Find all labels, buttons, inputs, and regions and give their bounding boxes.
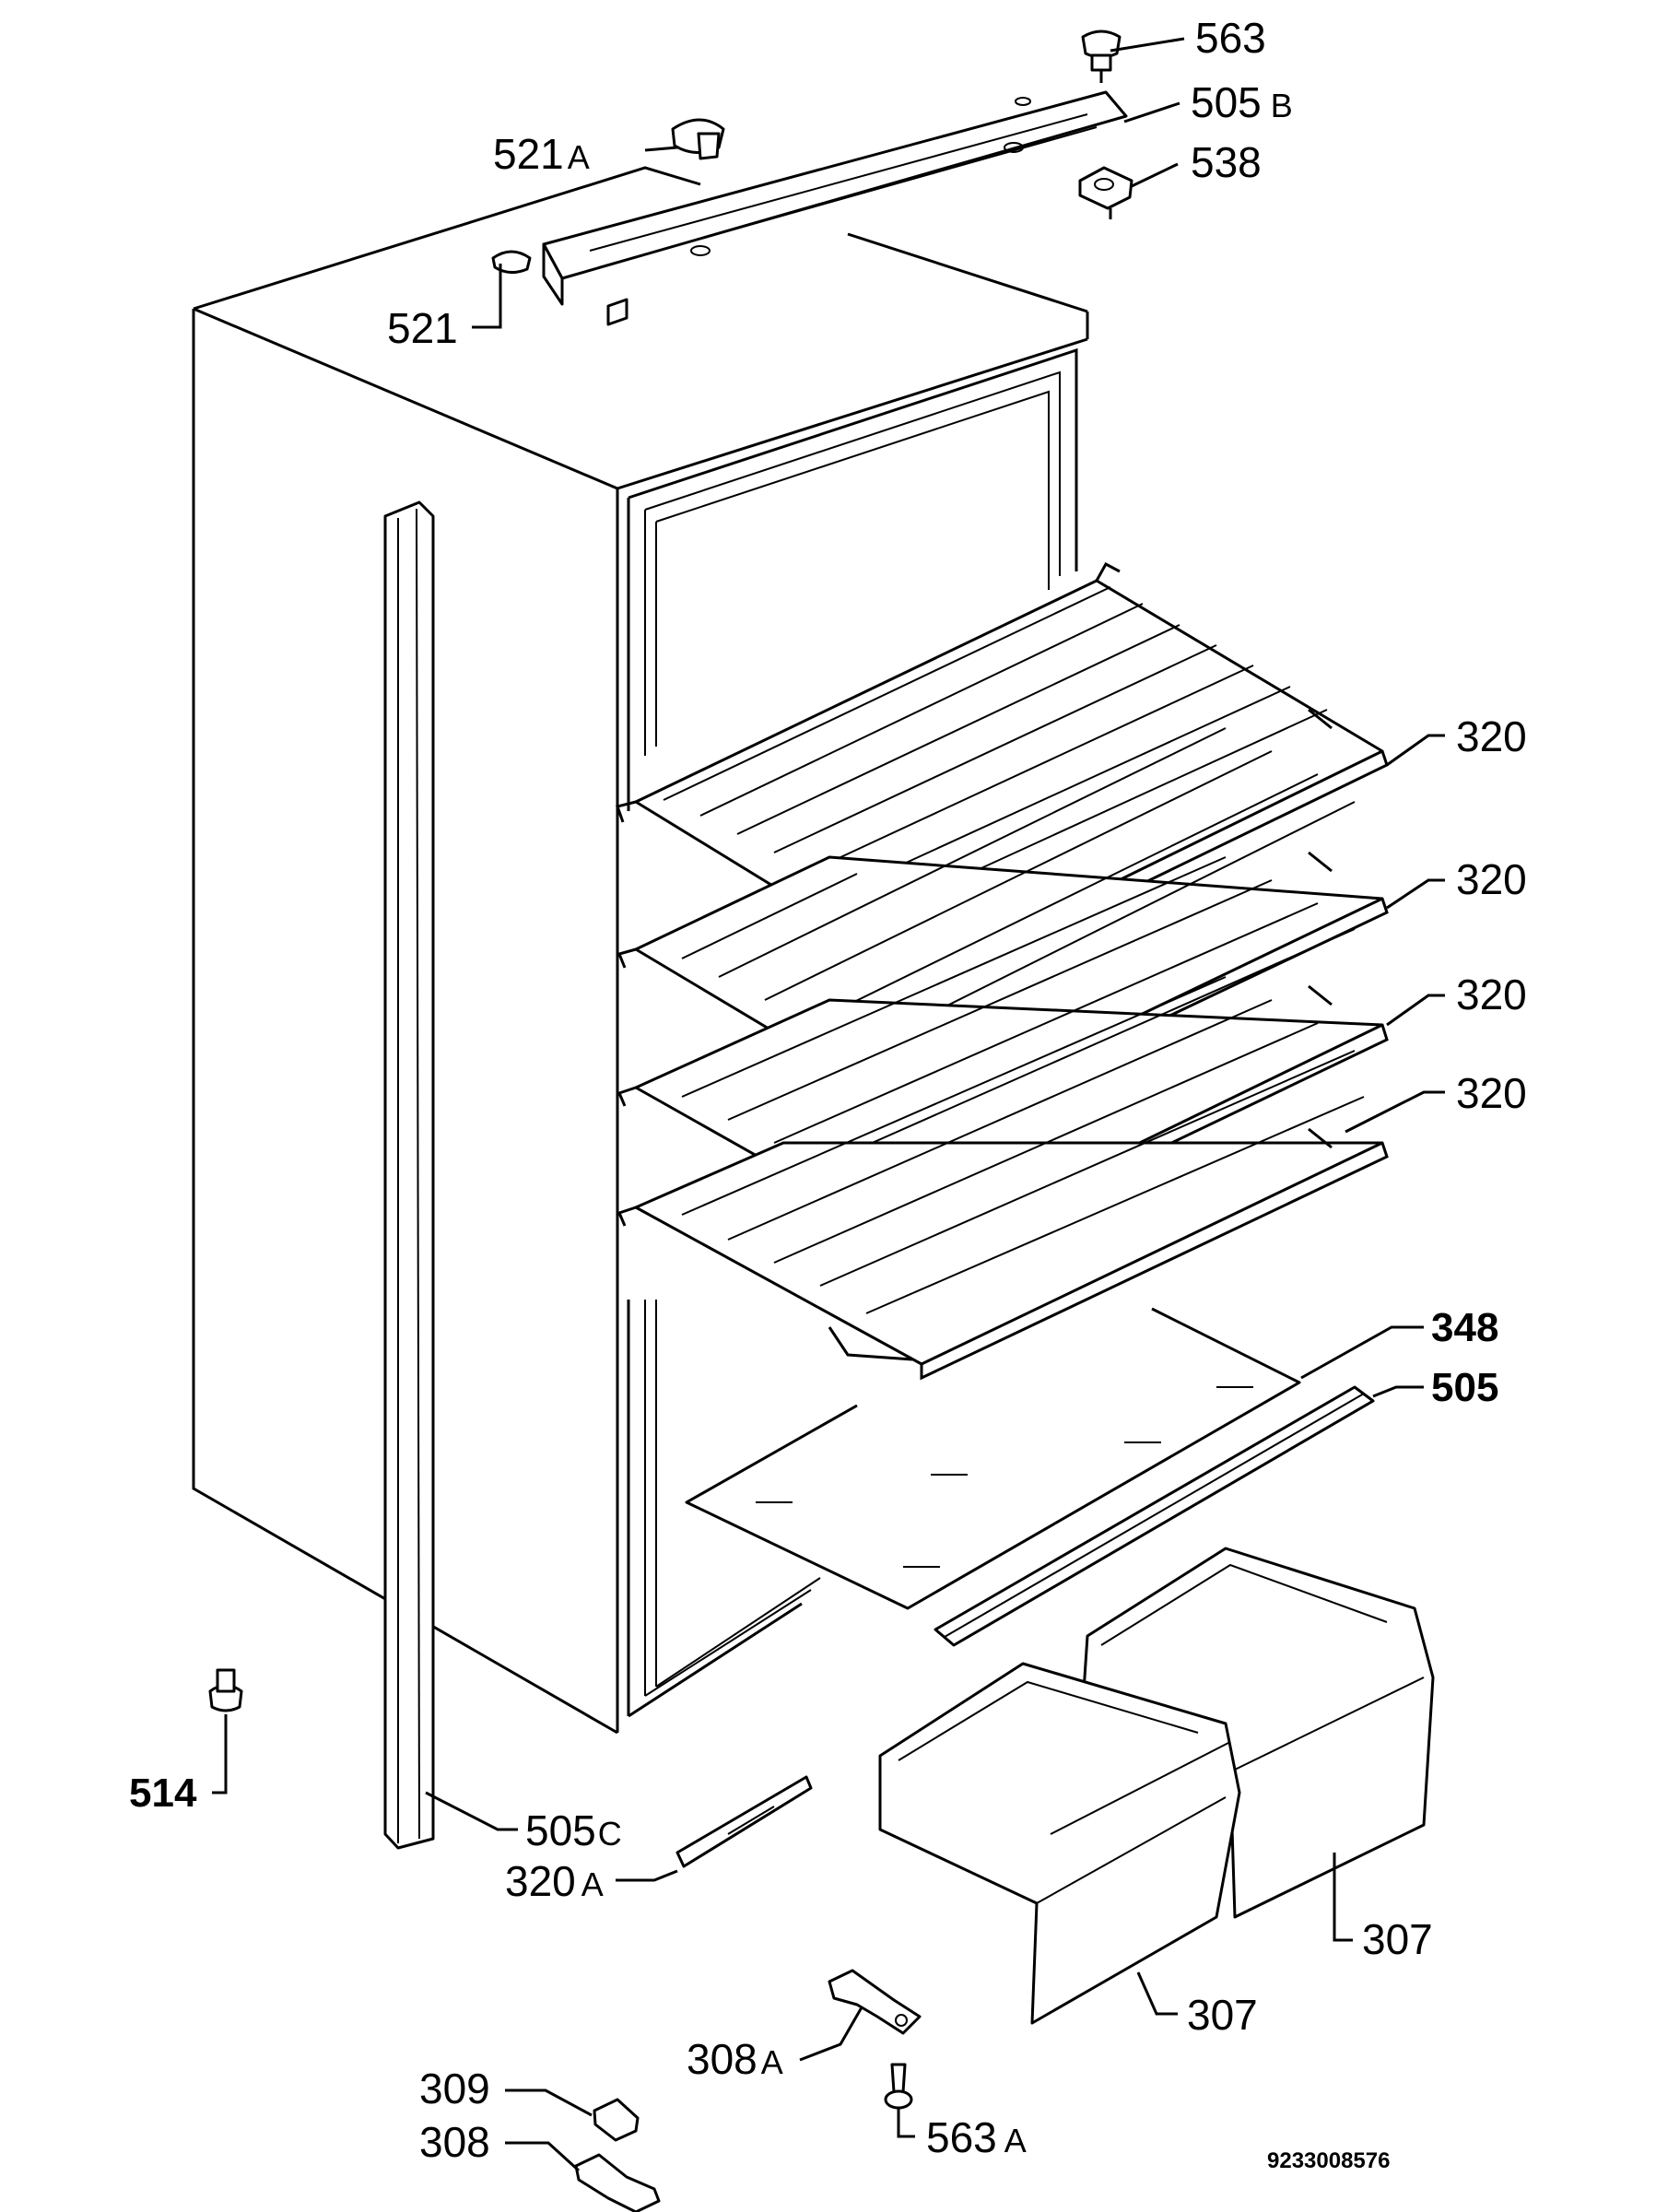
callout-307-2: 307 xyxy=(1187,1991,1258,2039)
bracket-308 xyxy=(574,2153,661,2212)
callout-563: 563 xyxy=(1195,14,1266,62)
hinge-cap-521 xyxy=(491,250,532,274)
top-hinge-bar xyxy=(542,90,1128,326)
door-seal-strip xyxy=(383,500,435,1850)
callout-320-1: 320 xyxy=(1456,712,1527,760)
hinge-bracket-308a xyxy=(828,1969,922,2035)
cap-309 xyxy=(593,2098,640,2142)
callout-514: 514 xyxy=(129,1771,197,1816)
crisper-drawer-front xyxy=(878,1662,1241,2025)
hinge-pin-563 xyxy=(1081,29,1122,83)
cabinet-body xyxy=(192,166,1089,1735)
callout-521: 521 xyxy=(387,304,458,352)
wire-shelves xyxy=(616,561,1389,1381)
callout-320-2: 320 xyxy=(1456,855,1527,903)
document-code: 9233008576 xyxy=(1267,2148,1390,2173)
wire-shelf-4 xyxy=(617,976,1389,1381)
foot-514 xyxy=(208,1668,243,1712)
screw-563a xyxy=(884,2063,913,2110)
callout-320-4: 320 xyxy=(1456,1069,1527,1117)
callout-320-3: 320 xyxy=(1456,971,1527,1018)
hinge-cover-521a xyxy=(671,118,725,160)
glass-shelf-trim xyxy=(934,1385,1375,1647)
callout-505: 505 xyxy=(1431,1365,1498,1410)
leader-lines xyxy=(212,37,1445,2172)
callout-505c: 505C xyxy=(525,1806,622,1854)
drawer-rail xyxy=(675,1775,813,1868)
callout-348: 348 xyxy=(1431,1305,1498,1350)
callout-308: 308 xyxy=(419,2118,490,2166)
hinge-bracket-538 xyxy=(1078,166,1133,219)
callout-538: 538 xyxy=(1191,138,1262,186)
callout-309: 309 xyxy=(419,2065,490,2112)
callout-307-1: 307 xyxy=(1362,1915,1433,1963)
glass-shelf xyxy=(685,1307,1301,1610)
